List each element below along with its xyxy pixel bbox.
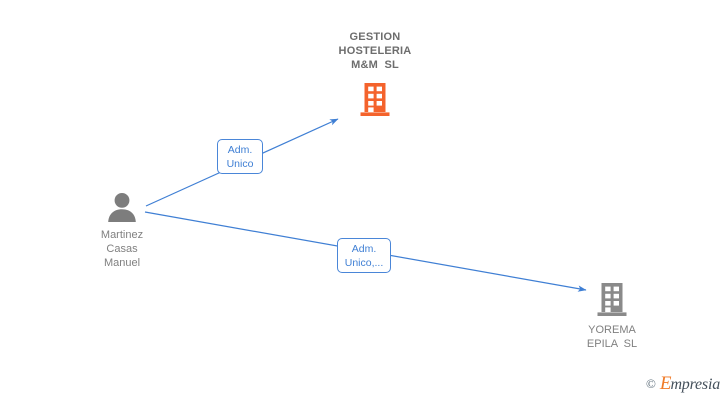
edge-label-line: Adm. [351, 242, 377, 255]
node-title-line: HOSTELERIA [338, 45, 412, 57]
edge-label-adm-unico-bottom[interactable]: Adm. Unico,... [337, 238, 391, 273]
node-caption-martinez-casas-manuel: Martinez Casas Manuel [62, 228, 182, 270]
building-icon-wrap-gestion[interactable] [295, 83, 455, 117]
edge-label-adm-unico-top[interactable]: Adm. Unico [217, 139, 263, 174]
brand-initial: E [659, 373, 672, 394]
brand-wordmark: Empresia [660, 374, 720, 394]
person-icon-wrap[interactable] [62, 192, 182, 222]
brand-rest: mpresia [670, 376, 720, 393]
node-caption-yorema-epila: YOREMA EPILA SL [552, 323, 672, 351]
node-company-gestion-hosteleria[interactable]: GESTION HOSTELERIA M&M SL [295, 30, 455, 117]
node-caption-line: Manuel [103, 257, 141, 269]
node-person-martinez-casas-manuel[interactable]: Martinez Casas Manuel [62, 192, 182, 270]
node-caption-line: Martinez [100, 229, 144, 241]
node-caption-line: EPILA SL [586, 338, 638, 350]
node-title-line: M&M SL [351, 59, 399, 71]
person-icon [108, 193, 136, 222]
node-company-yorema-epila[interactable]: YOREMA EPILA SL [552, 283, 672, 351]
copyright-icon: © [645, 376, 656, 391]
building-icon [597, 283, 627, 316]
building-icon [360, 83, 390, 116]
watermark-empresia[interactable]: © Empresia [646, 374, 720, 394]
edge-label-line: Unico,... [344, 256, 384, 269]
node-caption-line: YOREMA [588, 324, 636, 336]
node-caption-line: Casas [106, 243, 138, 255]
building-icon-wrap-yorema[interactable] [552, 283, 672, 317]
node-title-gestion-hosteleria: GESTION HOSTELERIA M&M SL [295, 30, 455, 72]
edge-label-line: Unico [226, 157, 254, 170]
edge-label-line: Adm. [227, 143, 253, 156]
node-title-line: GESTION [349, 31, 401, 43]
